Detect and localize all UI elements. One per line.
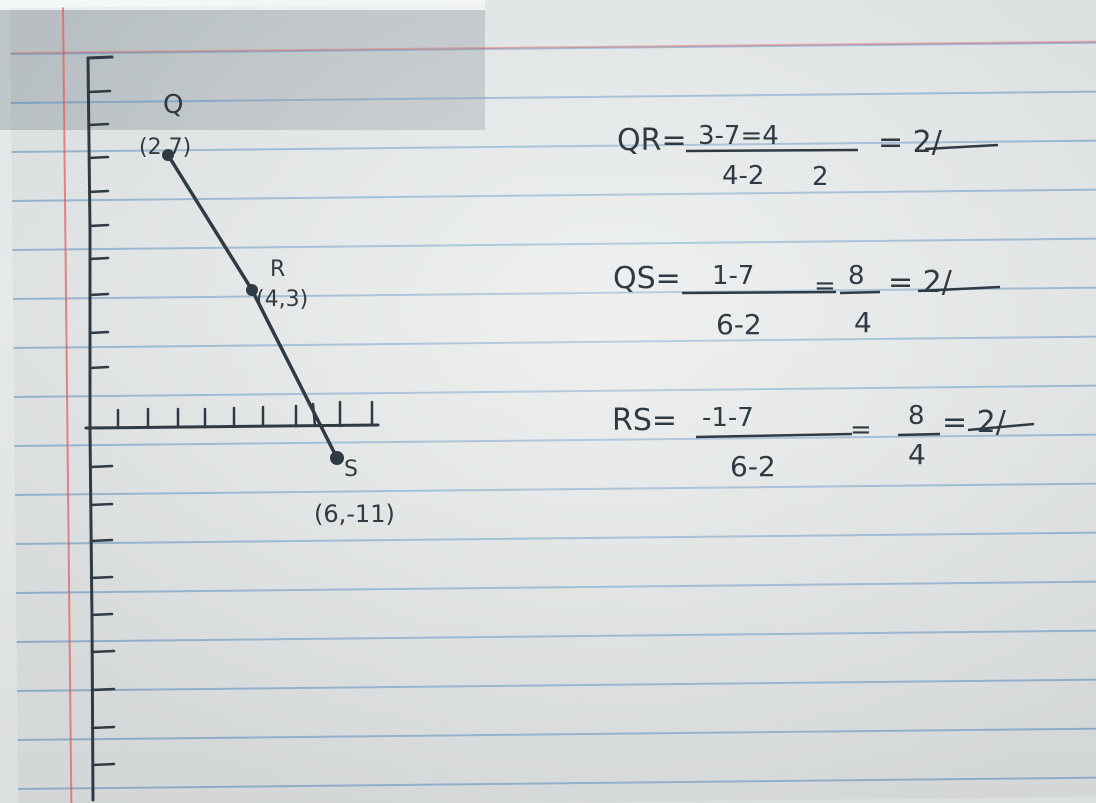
- qs-fraction-bar-2: [839, 290, 881, 295]
- coords-r: (4,3): [256, 287, 308, 312]
- rs-numerator: -1-7: [702, 403, 754, 433]
- point-s: [330, 451, 344, 465]
- qr-denominator: 4-2: [722, 161, 764, 191]
- qr-label: QR=: [617, 123, 687, 158]
- qr-second-denominator: 2: [812, 162, 829, 192]
- label-s: S: [344, 457, 358, 482]
- x-axis: [84, 423, 380, 430]
- qs-equals: =: [814, 271, 836, 301]
- qr-numerator: 3-7=4: [698, 121, 779, 151]
- rs-result: = 2/: [942, 405, 1007, 440]
- label-q: Q: [163, 90, 183, 120]
- rs-fraction-num: 8: [908, 401, 925, 431]
- point-r: [246, 284, 258, 296]
- qs-fraction-bar: [681, 290, 837, 295]
- qs-numerator: 1-7: [712, 261, 754, 291]
- qs-label: QS=: [613, 261, 681, 296]
- y-axis: [86, 55, 114, 802]
- coords-q: (2,7): [139, 135, 191, 160]
- rs-label: RS=: [612, 403, 677, 438]
- qs-fraction-num: 8: [848, 261, 865, 291]
- qs-result-line: [917, 285, 1001, 293]
- segment-qs: [166, 153, 339, 460]
- slope-qr: QR= 3-7=4 4-2 2 = 2/: [617, 121, 999, 192]
- rs-fraction-den: 4: [908, 438, 926, 471]
- qr-result: = 2/: [878, 125, 943, 160]
- y-axis-ticks: [87, 89, 116, 767]
- coords-s: (6,-11): [314, 500, 395, 528]
- label-r: R: [270, 257, 285, 282]
- qr-result-line: [924, 143, 999, 151]
- qs-denominator: 6-2: [716, 308, 762, 341]
- rs-result-line: [967, 422, 1035, 432]
- rs-fraction-bar-2: [897, 432, 941, 437]
- qr-fraction-bar: [685, 148, 859, 153]
- point-q: [162, 149, 174, 161]
- rs-denominator: 6-2: [730, 450, 776, 483]
- slope-qs: QS= 1-7 = 6-2 8 4 = 2/: [613, 261, 1001, 341]
- rs-fraction-bar: [695, 432, 853, 439]
- rs-equals: =: [850, 415, 872, 445]
- qs-fraction-den: 4: [854, 306, 872, 339]
- slope-rs: RS= -1-7 = 6-2 8 4 = 2/: [612, 401, 1035, 483]
- qs-result: = 2/: [888, 265, 953, 300]
